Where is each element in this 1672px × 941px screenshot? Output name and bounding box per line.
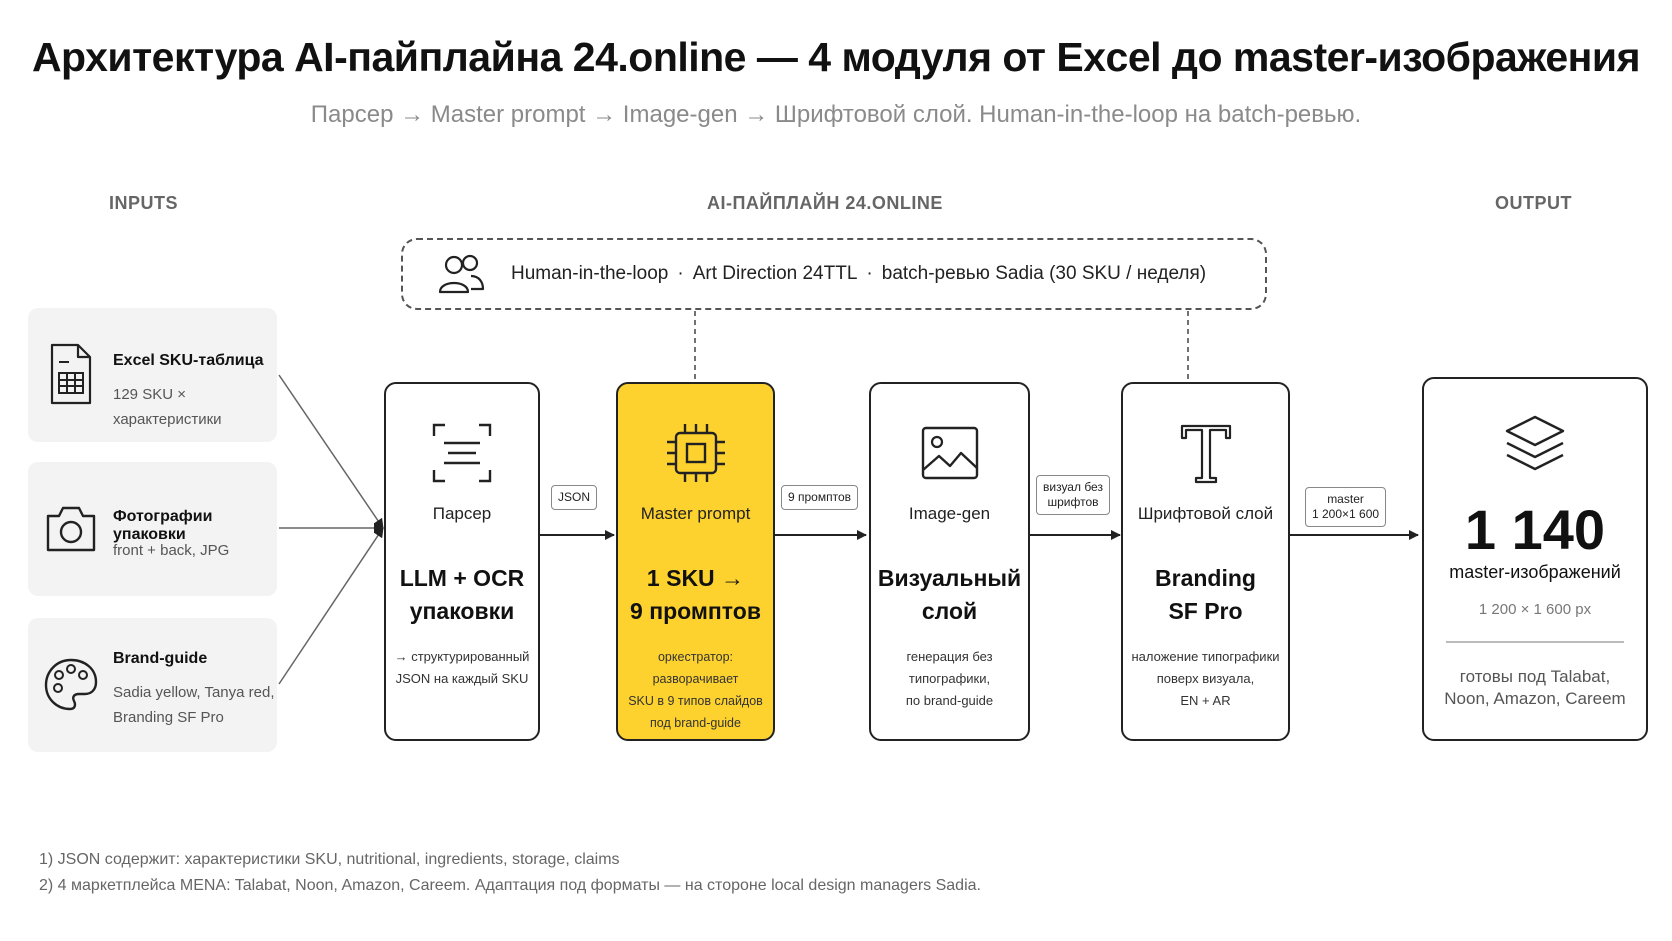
module-master-prompt: Master prompt 1 SKU →9 промптов оркестра… — [616, 382, 775, 741]
tag-json: JSON — [551, 485, 598, 510]
tag-9-prompts: 9 промптов — [781, 485, 859, 510]
hitl-part-1: Human-in-the-loop — [511, 263, 669, 284]
input-desc: Sadia yellow, Tanya red, — [113, 684, 275, 701]
input-desc: Branding SF Pro — [113, 709, 224, 726]
output-size: 1 200 × 1 600 px — [1478, 601, 1592, 618]
camera-icon — [46, 506, 96, 552]
hitl-part-2: Art Direction 24TTL — [692, 263, 858, 284]
output-column-label: OUTPUT — [1495, 193, 1572, 213]
output-count: 1 140 — [1464, 498, 1606, 561]
inputs-column-label: INPUTS — [109, 193, 179, 213]
hitl-text: Human-in-the-loop · Art Direction 24TTL · ba… — [511, 263, 1206, 285]
module-headline: 1 SKU →9 промптов — [630, 565, 761, 624]
output-divider — [1446, 641, 1624, 643]
input-desc: front + back, JPG — [113, 542, 230, 559]
type-icon — [1180, 424, 1231, 484]
human-in-the-loop-box: Human-in-the-loop · Art Direction 24TTL · ba… — [401, 238, 1267, 310]
input-title: Brand-guide — [113, 650, 208, 667]
output-label: master-изображений — [1449, 562, 1621, 582]
chip-icon — [666, 424, 725, 482]
module-name: Image-gen — [908, 504, 991, 523]
footnote-2: 2) 4 маркетплейса MENA: Talabat, Noon, A… — [39, 877, 981, 894]
page-subtitle: Парсер → Master prompt → Image-gen → Шри… — [310, 101, 1362, 128]
output-marketplaces: готовы под Talabat,Noon, Amazon, Careem — [1444, 667, 1626, 708]
scan-text-icon — [432, 423, 492, 483]
image-icon — [921, 426, 978, 480]
users-icon — [438, 254, 485, 294]
spreadsheet-icon — [50, 343, 92, 405]
layers-icon — [1505, 415, 1565, 471]
hitl-part-3: batch-ревью Sadia (30 SKU / неделя) — [881, 263, 1207, 284]
hitl-separator: · — [677, 263, 684, 284]
input-card-excel: Excel SKU-таблица 129 SKU × характеристи… — [28, 308, 277, 442]
palette-icon — [44, 658, 98, 711]
input-title: Excel SKU-таблица — [113, 352, 264, 369]
input-card-brand-guide: Brand-guide Sadia yellow, Tanya red, Bra… — [28, 618, 277, 752]
module-name: Парсер — [432, 504, 492, 523]
hitl-separator: · — [866, 263, 873, 284]
module-name: Шрифтовой слой — [1137, 504, 1274, 523]
output-card: 1 140 master-изображений 1 200 × 1 600 p… — [1422, 377, 1648, 741]
input-title: Фотографии упаковки — [113, 508, 213, 543]
page-title: Архитектура AI-пайплайна 24.online — 4 м… — [31, 34, 1641, 80]
footnote-1: 1) JSON содержит: характеристики SKU, nu… — [39, 851, 620, 868]
module-name: Master prompt — [640, 504, 751, 523]
input-line-brand — [278, 527, 384, 685]
input-card-photos: Фотографии упаковки front + back, JPG — [28, 462, 277, 596]
input-line-excel — [278, 374, 384, 529]
module-desc: генерация без типографики,по brand-guide — [905, 649, 994, 708]
input-desc: 129 SKU × характеристики — [113, 386, 222, 428]
pipeline-column-label: AI-ПАЙПЛАЙН 24.ONLINE — [707, 193, 943, 213]
